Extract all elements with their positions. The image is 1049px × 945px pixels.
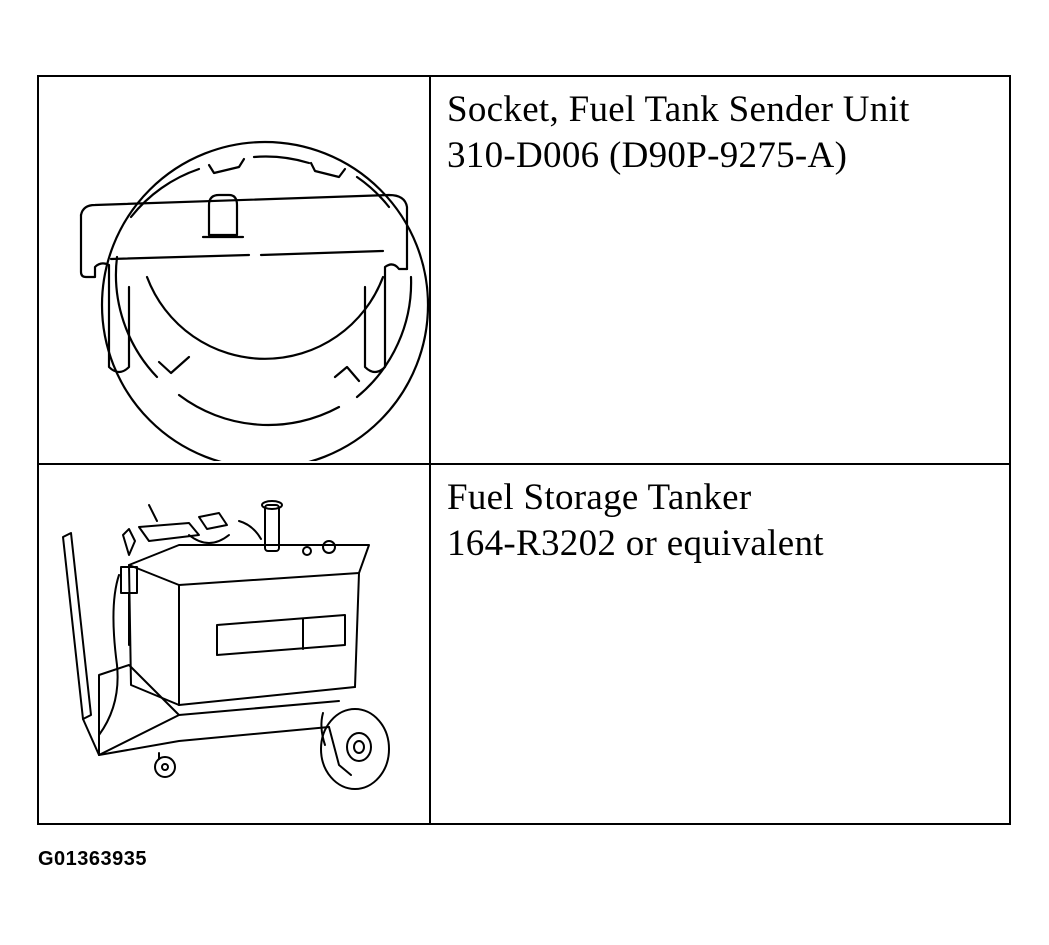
tool-name: Socket, Fuel Tank Sender Unit [447,89,910,130]
tool-description-cell: Fuel Storage Tanker 164-R3202 or equival… [431,465,1009,823]
figure-id: G01363935 [38,848,148,870]
fuel-storage-tanker-icon [62,500,390,790]
tool-row-tanker: Fuel Storage Tanker 164-R3202 or equival… [39,463,1009,823]
tool-illustration-cell [39,77,431,463]
tool-part-number: 164-R3202 or equivalent [447,523,824,564]
tool-part-number: 310-D006 (D90P-9275-A) [447,135,848,176]
tool-row-socket: Socket, Fuel Tank Sender Unit 310-D006 (… [39,77,1009,463]
tool-illustration-cell [39,465,431,823]
fuel-tank-sender-socket-icon [79,140,429,461]
tool-name: Fuel Storage Tanker [447,477,752,518]
special-tools-table: Socket, Fuel Tank Sender Unit 310-D006 (… [37,75,1011,825]
tool-description-cell: Socket, Fuel Tank Sender Unit 310-D006 (… [431,77,1009,463]
